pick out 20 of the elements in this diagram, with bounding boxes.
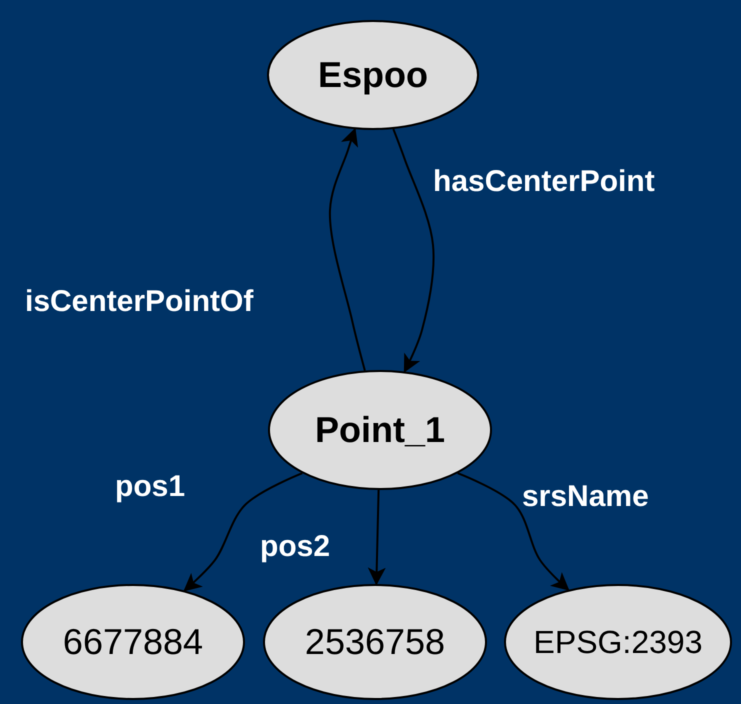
ellipse-node bbox=[267, 20, 479, 130]
node-label: 2536758 bbox=[304, 621, 446, 663]
ellipse-node bbox=[21, 584, 245, 700]
edge-label: hasCenterPoint bbox=[433, 165, 655, 199]
node-label: Point_1 bbox=[314, 409, 446, 451]
node-label: 6677884 bbox=[62, 621, 204, 663]
arrow bbox=[183, 472, 303, 592]
arrow bbox=[392, 128, 435, 373]
edge-label: isCenterPointOf bbox=[25, 285, 254, 319]
node-label: EPSG:2393 bbox=[534, 624, 702, 660]
ellipse-node bbox=[268, 370, 492, 490]
arrow bbox=[457, 472, 570, 591]
arrow bbox=[329, 128, 366, 371]
ellipse-node bbox=[504, 584, 732, 700]
ellipse-node bbox=[263, 584, 487, 700]
edge-label: pos1 bbox=[115, 470, 186, 504]
arrow bbox=[368, 490, 386, 586]
edge-label: srsName bbox=[522, 480, 649, 514]
node-label: Espoo bbox=[318, 54, 428, 96]
edge-label: pos2 bbox=[260, 530, 330, 564]
